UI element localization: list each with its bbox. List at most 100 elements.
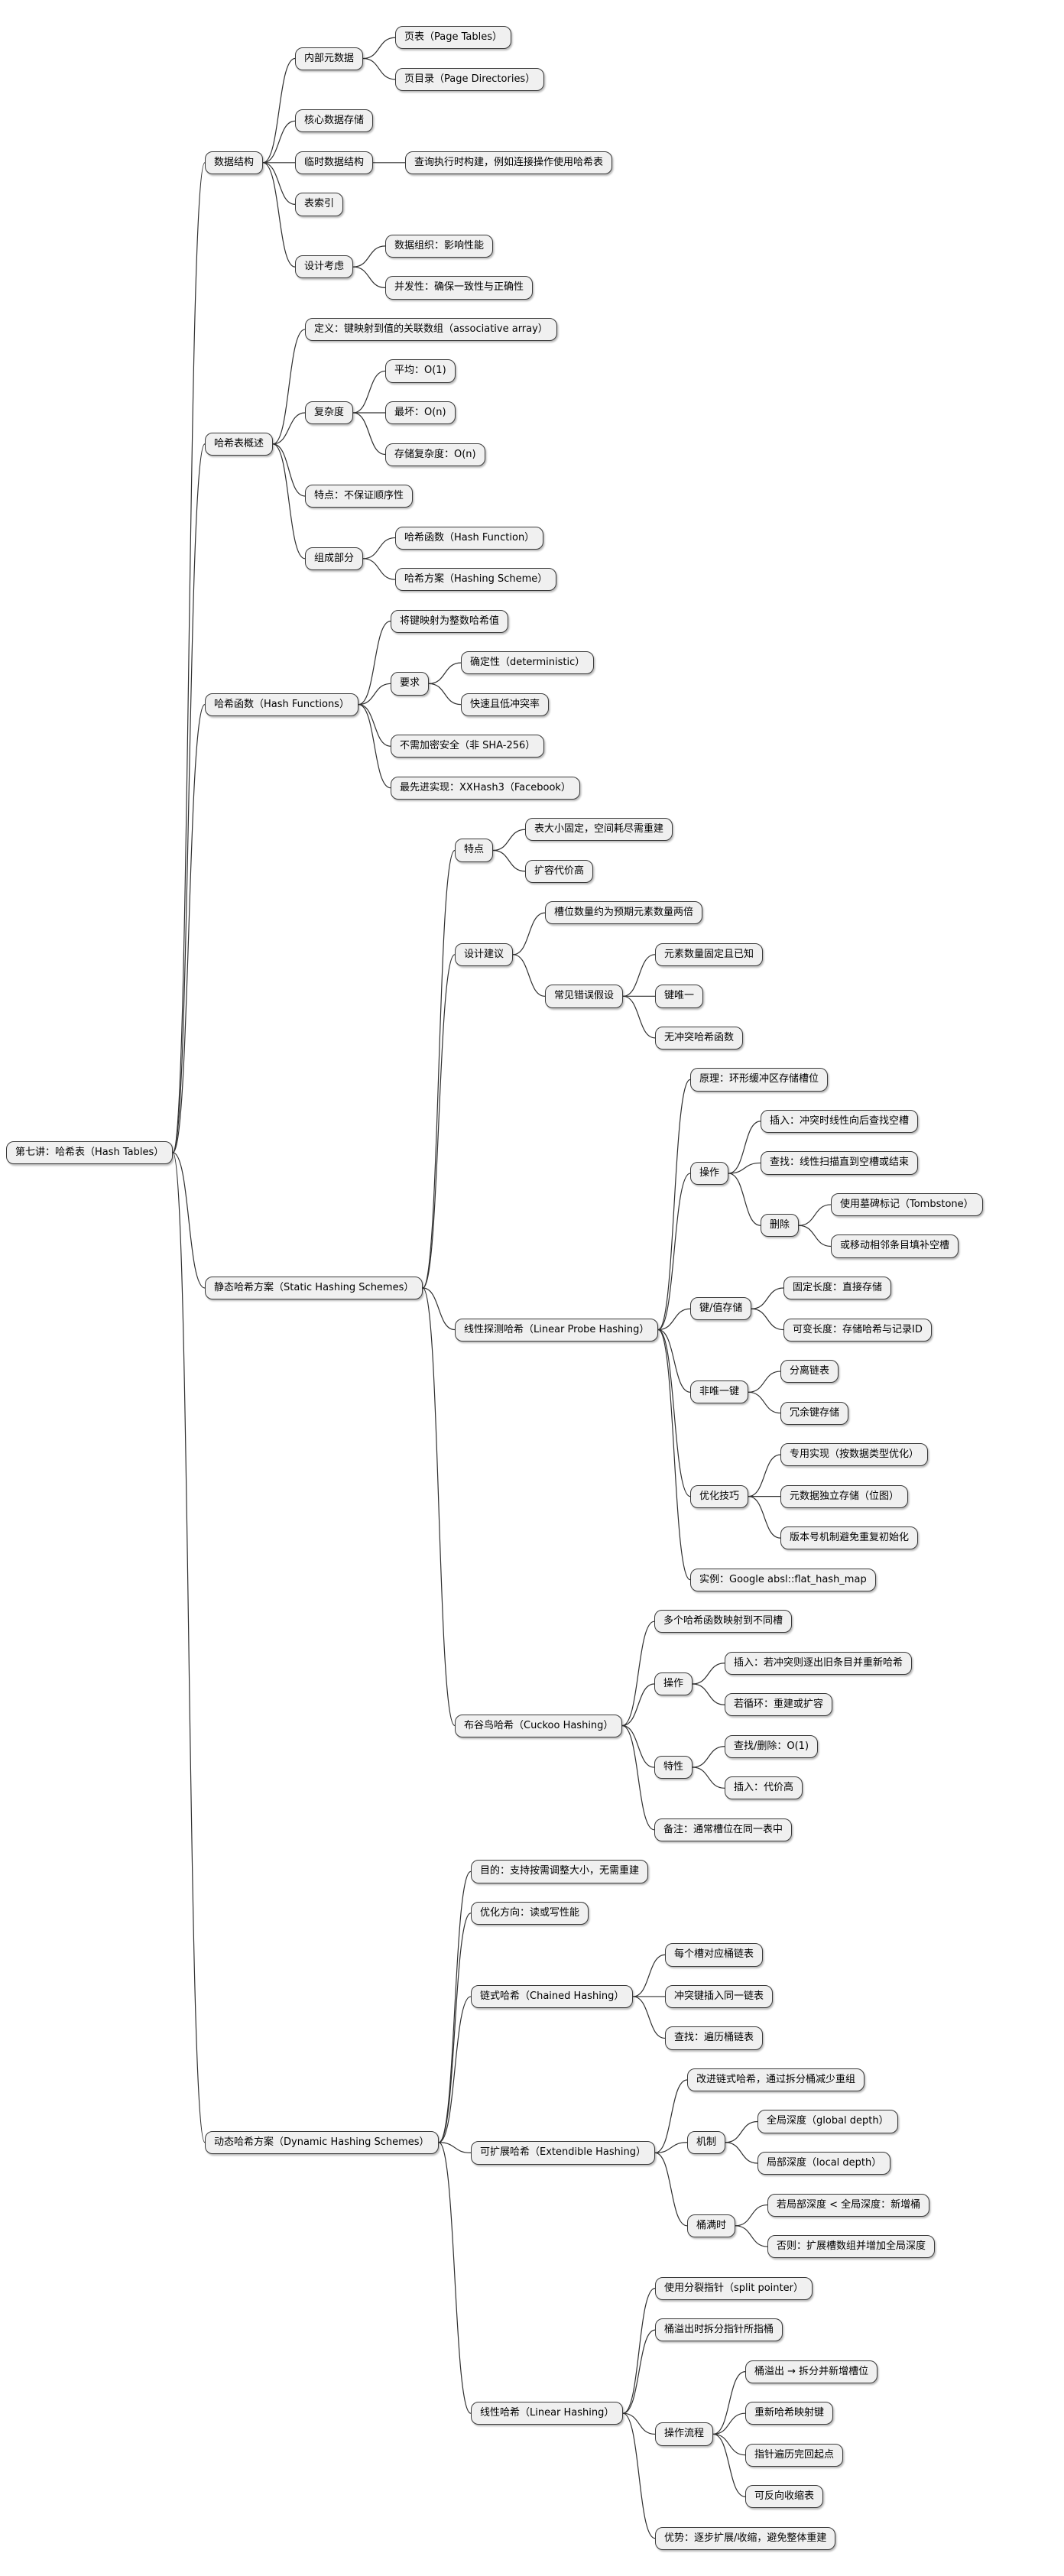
mindmap-node[interactable]: 多个哈希函数映射到不同槽 bbox=[654, 1610, 793, 1634]
mindmap-node[interactable]: 不需加密安全（非 SHA-256） bbox=[391, 735, 545, 758]
mindmap-node[interactable]: 元数据独立存储（位图） bbox=[780, 1484, 909, 1508]
mindmap-node[interactable]: 定义：键映射到值的关联数组（associative array） bbox=[305, 317, 557, 342]
mindmap-edge bbox=[622, 995, 656, 1039]
mindmap-edge bbox=[422, 954, 456, 1289]
mindmap-node[interactable]: 查找：线性扫描直到空槽或结束 bbox=[761, 1151, 919, 1175]
mindmap-node[interactable]: 可反向收缩表 bbox=[745, 2485, 824, 2509]
mindmap-node[interactable]: 复杂度 bbox=[305, 401, 354, 425]
mindmap-node[interactable]: 线性探测哈希（Linear Probe Hashing） bbox=[455, 1318, 659, 1342]
mindmap-edge bbox=[172, 162, 206, 1153]
mindmap-node[interactable]: 键/值存储 bbox=[690, 1297, 752, 1321]
mindmap-node[interactable]: 重新哈希映射键 bbox=[745, 2402, 834, 2425]
mindmap-node[interactable]: 分离链表 bbox=[780, 1360, 839, 1384]
mindmap-edge bbox=[798, 1225, 832, 1247]
mindmap-node[interactable]: 最坏：O(n) bbox=[385, 401, 456, 425]
mindmap-node[interactable]: 操作流程 bbox=[655, 2422, 714, 2446]
mindmap-node[interactable]: 桶满时 bbox=[687, 2214, 736, 2237]
mindmap-node[interactable]: 常见错误假设 bbox=[545, 985, 624, 1008]
mindmap-node[interactable]: 静态哈希方案（Static Hashing Schemes） bbox=[205, 1277, 423, 1300]
mindmap-node[interactable]: 机制 bbox=[687, 2130, 726, 2154]
mindmap-node[interactable]: 存储复杂度：O(n) bbox=[385, 443, 485, 466]
mindmap-node[interactable]: 若循环：重建或扩容 bbox=[725, 1693, 833, 1717]
mindmap-node[interactable]: 操作 bbox=[654, 1672, 693, 1696]
mindmap-node[interactable]: 指针遍历完回起点 bbox=[745, 2443, 844, 2467]
mindmap-node[interactable]: 槽位数量约为预期元素数量两倍 bbox=[545, 901, 703, 925]
mindmap-node[interactable]: 元素数量固定且已知 bbox=[655, 942, 764, 966]
mindmap-node[interactable]: 操作 bbox=[690, 1162, 729, 1186]
mindmap-node[interactable]: 页目录（Page Directories） bbox=[395, 67, 545, 91]
mindmap-node[interactable]: 查找：遍历桶链表 bbox=[665, 2026, 764, 2050]
mindmap-node[interactable]: 版本号机制避免重复初始化 bbox=[780, 1526, 919, 1550]
mindmap-edge bbox=[748, 1391, 781, 1414]
mindmap-node[interactable]: 数据组织：影响性能 bbox=[385, 234, 494, 258]
mindmap-node[interactable]: 键唯一 bbox=[655, 985, 704, 1008]
mindmap-node[interactable]: 查找/删除：O(1) bbox=[725, 1734, 819, 1758]
mindmap-node[interactable]: 插入：冲突时线性向后查找空槽 bbox=[761, 1109, 919, 1134]
mindmap-node[interactable]: 插入：若冲突则逐出旧条目并重新哈希 bbox=[725, 1651, 913, 1675]
mindmap-node[interactable]: 组成部分 bbox=[305, 547, 364, 570]
mindmap-edge bbox=[622, 2412, 656, 2435]
mindmap-node[interactable]: 特性 bbox=[654, 1756, 693, 1780]
mindmap-node[interactable]: 目的：支持按需调整大小，无需重建 bbox=[471, 1860, 649, 1883]
mindmap-node[interactable]: 非唯一键 bbox=[690, 1380, 749, 1404]
mindmap-node[interactable]: 优势：逐步扩展/收缩，避免整体重建 bbox=[655, 2526, 836, 2550]
mindmap-node[interactable]: 页表（Page Tables） bbox=[395, 26, 511, 50]
mindmap-node[interactable]: 哈希表概述 bbox=[205, 432, 274, 456]
mindmap-node[interactable]: 优化技巧 bbox=[690, 1484, 749, 1508]
mindmap-node[interactable]: 使用分裂指针（split pointer） bbox=[655, 2276, 813, 2300]
mindmap-node[interactable]: 备注：通常槽位在同一表中 bbox=[654, 1818, 793, 1841]
mindmap-node[interactable]: 特点 bbox=[455, 839, 494, 862]
mindmap-node[interactable]: 并发性：确保一致性与正确性 bbox=[385, 276, 534, 300]
mindmap-node[interactable]: 专用实现（按数据类型优化） bbox=[780, 1443, 929, 1467]
mindmap-root-node[interactable]: 第七讲：哈希表（Hash Tables） bbox=[6, 1140, 174, 1164]
mindmap-node[interactable]: 设计考虑 bbox=[295, 255, 354, 279]
mindmap-node[interactable]: 删除 bbox=[761, 1214, 800, 1238]
mindmap-node[interactable]: 原理：环形缓冲区存储槽位 bbox=[690, 1068, 829, 1092]
mindmap-node[interactable]: 无冲突哈希函数 bbox=[655, 1026, 744, 1050]
mindmap-node[interactable]: 冗余键存储 bbox=[780, 1401, 849, 1425]
mindmap-node[interactable]: 布谷鸟哈希（Cuckoo Hashing） bbox=[455, 1714, 623, 1737]
mindmap-node[interactable]: 临时数据结构 bbox=[295, 151, 374, 175]
mindmap-node[interactable]: 核心数据存储 bbox=[295, 109, 374, 133]
mindmap-node[interactable]: 全局深度（global depth） bbox=[757, 2110, 898, 2133]
mindmap-node[interactable]: 实例：Google absl::flat_hash_map bbox=[690, 1568, 876, 1591]
mindmap-node[interactable]: 桶溢出 → 拆分并新增槽位 bbox=[745, 2360, 878, 2383]
mindmap-node[interactable]: 插入：代价高 bbox=[725, 1776, 803, 1800]
mindmap-node[interactable]: 或移动相邻条目填补空槽 bbox=[831, 1234, 959, 1258]
mindmap-node[interactable]: 特点：不保证顺序性 bbox=[305, 485, 414, 508]
mindmap-node[interactable]: 最先进实现：XXHash3（Facebook） bbox=[391, 776, 580, 800]
mindmap-node[interactable]: 哈希函数（Hash Function） bbox=[395, 526, 544, 550]
mindmap-edge bbox=[735, 2225, 768, 2247]
mindmap-node[interactable]: 确定性（deterministic） bbox=[461, 651, 595, 675]
mindmap-node[interactable]: 表索引 bbox=[295, 193, 344, 216]
mindmap-node[interactable]: 改进链式哈希，通过拆分桶减少重组 bbox=[687, 2068, 865, 2092]
mindmap-node[interactable]: 可扩展哈希（Extendible Hashing） bbox=[471, 2141, 655, 2165]
mindmap-node[interactable]: 哈希函数（Hash Functions） bbox=[205, 693, 358, 716]
mindmap-node[interactable]: 若局部深度 < 全局深度：新增桶 bbox=[767, 2193, 930, 2217]
mindmap-node[interactable]: 每个槽对应桶链表 bbox=[665, 1943, 764, 1967]
mindmap-node[interactable]: 设计建议 bbox=[455, 942, 514, 966]
mindmap-node[interactable]: 将键映射为整数哈希值 bbox=[391, 609, 509, 633]
mindmap-node[interactable]: 使用墓碑标记（Tombstone） bbox=[831, 1192, 983, 1217]
mindmap-node[interactable]: 动态哈希方案（Dynamic Hashing Schemes） bbox=[205, 2130, 439, 2154]
mindmap-node[interactable]: 快速且低冲突率 bbox=[461, 693, 550, 716]
mindmap-node[interactable]: 线性哈希（Linear Hashing） bbox=[471, 2402, 624, 2425]
mindmap-node[interactable]: 冲突键插入同一链表 bbox=[665, 1984, 774, 2009]
mindmap-node[interactable]: 可变长度：存储哈希与记录ID bbox=[783, 1318, 932, 1342]
mindmap-node[interactable]: 局部深度（local depth） bbox=[757, 2152, 891, 2175]
mindmap-node[interactable]: 桶溢出时拆分指针所指桶 bbox=[655, 2318, 783, 2342]
mindmap-node[interactable]: 表大小固定，空间耗尽需重建 bbox=[525, 818, 673, 842]
mindmap-node[interactable]: 内部元数据 bbox=[295, 47, 364, 70]
mindmap-node[interactable]: 固定长度：直接存储 bbox=[783, 1277, 892, 1300]
mindmap-node[interactable]: 数据结构 bbox=[205, 151, 264, 175]
mindmap-node[interactable]: 哈希方案（Hashing Scheme） bbox=[395, 568, 557, 592]
mindmap-node[interactable]: 否则：扩展槽数组并增加全局深度 bbox=[767, 2235, 936, 2259]
mindmap-node[interactable]: 优化方向：读或写性能 bbox=[471, 1901, 589, 1926]
mindmap-node[interactable]: 查询执行时构建，例如连接操作使用哈希表 bbox=[405, 151, 613, 175]
mindmap-node[interactable]: 扩容代价高 bbox=[525, 859, 594, 883]
mindmap-edge bbox=[352, 266, 386, 289]
mindmap-node[interactable]: 平均：O(1) bbox=[385, 359, 456, 383]
mindmap-node[interactable]: 要求 bbox=[391, 672, 430, 696]
mindmap-node[interactable]: 链式哈希（Chained Hashing） bbox=[471, 1984, 634, 2009]
